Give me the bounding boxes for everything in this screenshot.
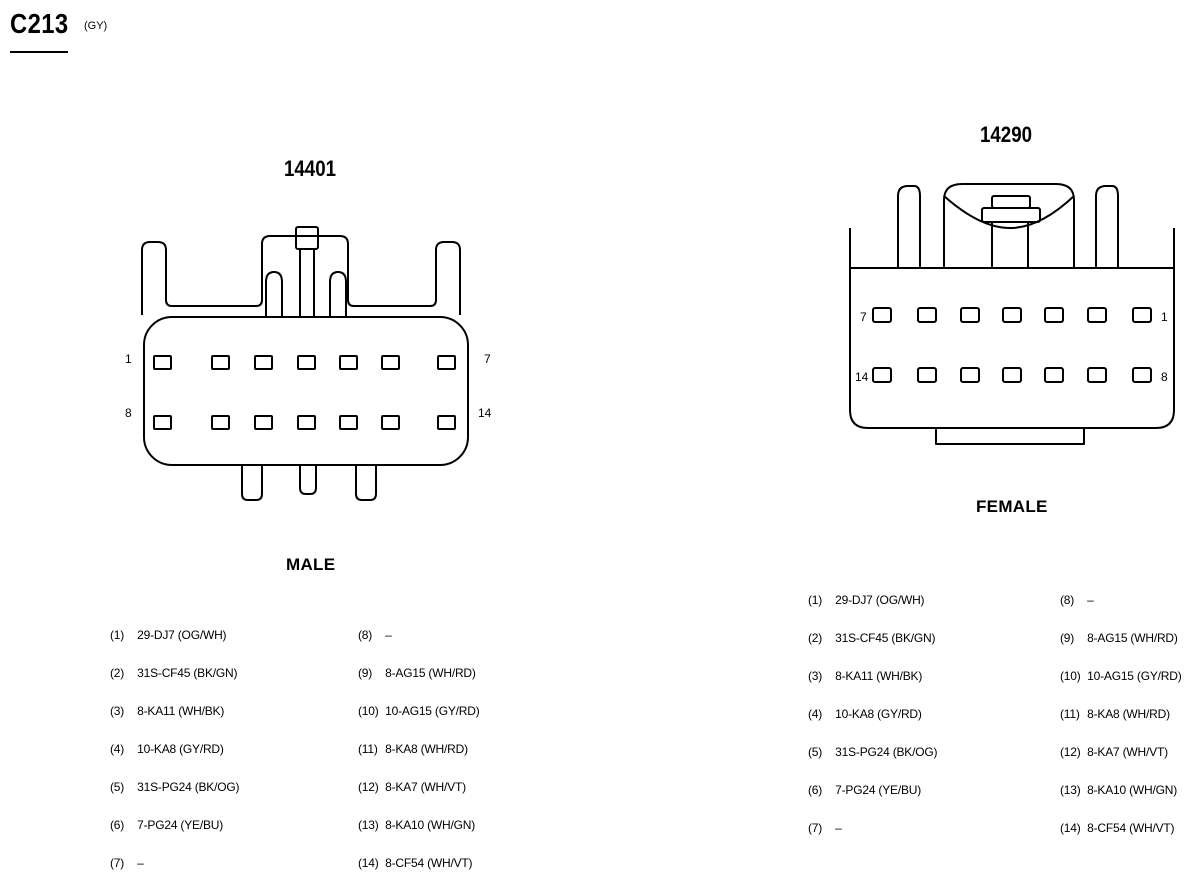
female-pin-label-top-right: 1 (1161, 310, 1168, 324)
list-item: (6) 7-PG24 (YE/BU) (110, 818, 224, 832)
male-connector-outline (141, 226, 469, 501)
list-item: (14) 8-CF54 (WH/VT) (358, 856, 473, 870)
list-item: (1) 29-DJ7 (OG/WH) (110, 628, 227, 642)
male-pin-cavities (153, 355, 456, 430)
list-item: (10) 10-AG15 (GY/RD) (1060, 669, 1182, 683)
female-pin-cavities (872, 307, 1152, 383)
list-item: (11) 8-KA8 (WH/RD) (358, 742, 468, 756)
list-item: (8) – (1060, 593, 1094, 607)
female-pin-label-bottom-right: 8 (1161, 370, 1168, 384)
list-item: (12) 8-KA7 (WH/VT) (1060, 745, 1168, 759)
list-item: (5) 31S-PG24 (BK/OG) (110, 780, 240, 794)
male-pin-label-top-left: 1 (125, 352, 132, 366)
list-item: (2) 31S-CF45 (BK/GN) (110, 666, 238, 680)
list-item: (3) 8-KA11 (WH/BK) (110, 704, 225, 718)
list-item: (14) 8-CF54 (WH/VT) (1060, 821, 1175, 835)
list-item: (5) 31S-PG24 (BK/OG) (808, 745, 938, 759)
male-pin-label-bottom-right: 14 (478, 406, 492, 420)
male-pin-label-top-right: 7 (484, 352, 491, 366)
list-item: (6) 7-PG24 (YE/BU) (808, 783, 922, 797)
list-item: (2) 31S-CF45 (BK/GN) (808, 631, 936, 645)
male-label: MALE (286, 555, 336, 574)
connector-color-code: (GY) (84, 20, 108, 32)
list-item: (4) 10-KA8 (GY/RD) (110, 742, 224, 756)
list-item: (1) 29-DJ7 (OG/WH) (808, 593, 925, 607)
list-item: (3) 8-KA11 (WH/BK) (808, 669, 923, 683)
male-part-number: 14401 (284, 156, 337, 181)
list-item: (9) 8-AG15 (WH/RD) (358, 666, 476, 680)
female-pin-label-bottom-left: 14 (855, 370, 869, 384)
list-item: (13) 8-KA10 (WH/GN) (1060, 783, 1178, 797)
list-item: (10) 10-AG15 (GY/RD) (358, 704, 480, 718)
list-item: (7) – (808, 821, 842, 835)
list-item: (7) – (110, 856, 144, 870)
female-part-number: 14290 (980, 122, 1033, 147)
female-connector-outline (849, 183, 1175, 445)
female-pin-label-top-left: 7 (860, 310, 867, 324)
list-item: (9) 8-AG15 (WH/RD) (1060, 631, 1178, 645)
connector-id: C213 (10, 8, 69, 39)
list-item: (12) 8-KA7 (WH/VT) (358, 780, 466, 794)
list-item: (11) 8-KA8 (WH/RD) (1060, 707, 1170, 721)
list-item: (4) 10-KA8 (GY/RD) (808, 707, 922, 721)
list-item: (13) 8-KA10 (WH/GN) (358, 818, 476, 832)
list-item: (8) – (358, 628, 392, 642)
title-underline (10, 51, 68, 53)
male-pin-label-bottom-left: 8 (125, 406, 132, 420)
female-label: FEMALE (976, 497, 1048, 516)
